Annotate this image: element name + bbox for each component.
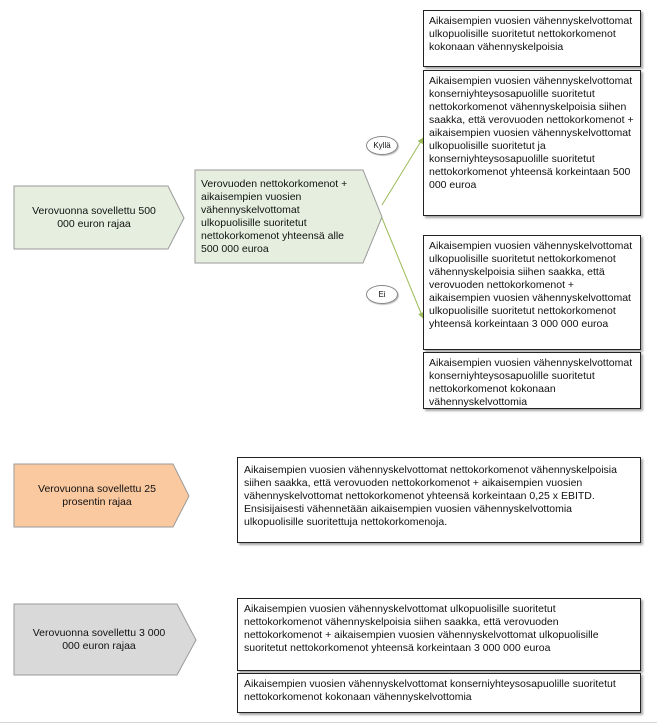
start-arrow-500k: Verovuonna sovellettu 500 000 euron raja… — [13, 185, 185, 250]
start-label-500k: Verovuonna sovellettu 500 000 euron raja… — [32, 204, 156, 230]
rule-box-25pct: Aikaisempien vuosien vähennyskelvottomat… — [237, 457, 641, 543]
rule-box-3m-1: Aikaisempien vuosien vähennyskelvottomat… — [237, 598, 641, 671]
decision-arrow: Verovuoden nettokorkomenot + aikaisempie… — [194, 169, 385, 264]
no-connector — [381, 217, 424, 319]
start-label-3m: Verovuonna sovellettu 3 000 000 euron ra… — [32, 626, 166, 652]
no-box-2: Aikaisempien vuosien vähennyskelvottomat… — [423, 352, 641, 409]
rule-box-3m-2: Aikaisempien vuosien vähennyskelvottomat… — [237, 673, 641, 713]
yes-connector — [381, 137, 424, 206]
no-label: Ei — [366, 285, 398, 304]
start-arrow-25pct: Verovuonna sovellettu 25 prosentin rajaa — [13, 463, 190, 528]
yes-label: Kyllä — [366, 136, 398, 155]
decision-text: Verovuoden nettokorkomenot + aikaisempie… — [201, 177, 348, 255]
no-box-1: Aikaisempien vuosien vähennyskelvottomat… — [423, 235, 641, 350]
start-arrow-3m: Verovuonna sovellettu 3 000 000 euron ra… — [13, 603, 197, 676]
yes-box-1: Aikaisempien vuosien vähennyskelvottomat… — [423, 10, 641, 67]
bottom-rule — [0, 722, 657, 723]
start-label-25pct: Verovuonna sovellettu 25 prosentin rajaa — [38, 482, 156, 508]
yes-box-2: Aikaisempien vuosien vähennyskelvottomat… — [423, 70, 641, 216]
